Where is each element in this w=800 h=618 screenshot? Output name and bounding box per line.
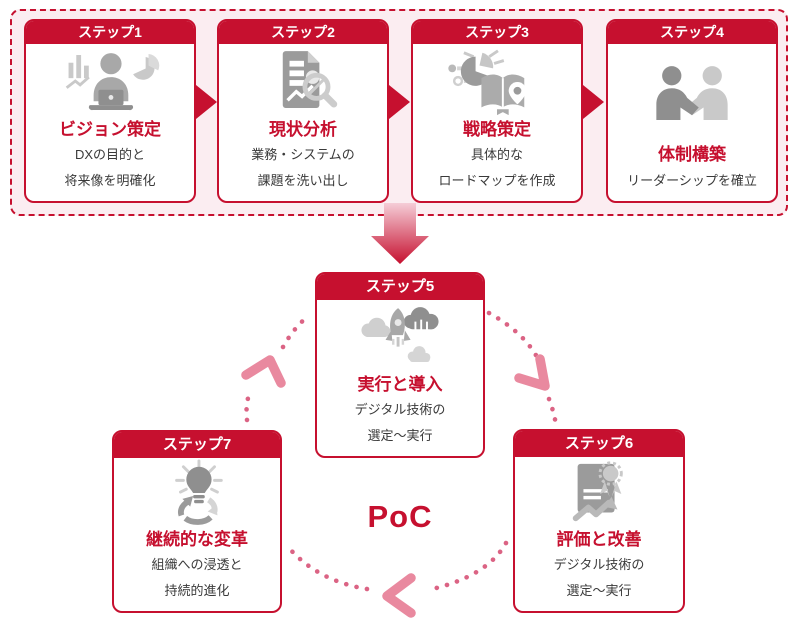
step-title: 評価と改善	[556, 529, 642, 549]
step-badge: ステップ2	[219, 21, 387, 44]
cycle-arc-right	[546, 396, 559, 428]
poc-label: PoC	[367, 499, 433, 534]
cycle-arc-left	[280, 314, 310, 350]
step-description: DXの目的と 将来像を明確化	[64, 147, 156, 188]
step-description: 組織への浸透と 持続的進化	[151, 557, 243, 598]
strategy-roadmap-icon	[448, 49, 527, 116]
handshake-icon	[656, 65, 728, 120]
step-card-5: ステップ5	[315, 272, 485, 458]
step-title: 実行と導入	[357, 374, 443, 394]
cycle-arc-right	[486, 310, 540, 360]
step-title: ビジョン策定	[59, 119, 161, 139]
step-title: 戦略策定	[463, 119, 531, 139]
step-arrow-2-3	[389, 85, 410, 119]
step-description: リーダーシップを確立	[627, 172, 757, 188]
step-arrow-3-4	[583, 85, 604, 119]
step-card-1: ステップ1 ビジョン策定 DXの目的と 将来像を明確化	[24, 19, 196, 203]
step-badge: ステップ1	[26, 21, 194, 44]
step-description: 業務・システムの 課題を洗い出し	[251, 147, 355, 188]
cycle-arc-left	[244, 386, 254, 423]
step-card-3: ステップ3 戦略策定 具体的な ロードマップを作成	[411, 19, 583, 203]
person-analytics-icon	[65, 53, 160, 111]
chevron-left-icon	[382, 573, 416, 618]
step-badge: ステップ3	[413, 21, 581, 44]
chevron-up-icon	[241, 355, 286, 388]
step-title: 継続的な変革	[146, 529, 248, 549]
chevron-down-icon	[514, 354, 550, 391]
rocket-launch-icon	[361, 307, 439, 363]
step-badge: ステップ6	[515, 431, 683, 457]
step-description: 具体的な ロードマップを作成	[438, 147, 556, 188]
step-card-2: ステップ2 現状分析 業務・システムの 課題を洗い出し	[217, 19, 389, 203]
lightbulb-cycle-icon	[175, 459, 223, 525]
step-arrow-1-2	[196, 85, 217, 119]
step-badge: ステップ7	[114, 432, 280, 458]
document-search-icon	[282, 51, 338, 108]
cycle-arc-bottom	[425, 540, 509, 593]
step-card-7: ステップ7 継続的な変革 組織への浸透と 持続的進化	[112, 430, 282, 613]
step-card-6: ステップ6 評価と改善 デジタル技術の 選定〜実行	[513, 429, 685, 613]
step-badge: ステップ5	[317, 274, 483, 300]
step-badge: ステップ4	[608, 21, 776, 44]
cycle-arc-bottom	[286, 545, 370, 592]
step-description: デジタル技術の 選定〜実行	[354, 402, 446, 443]
step-title: 現状分析	[269, 119, 337, 139]
step-card-4: ステップ4 体制構築 リーダーシップを確立	[606, 19, 778, 203]
step-title: 体制構築	[658, 145, 726, 165]
step-description: デジタル技術の 選定〜実行	[553, 557, 645, 598]
certificate-icon	[572, 461, 623, 522]
